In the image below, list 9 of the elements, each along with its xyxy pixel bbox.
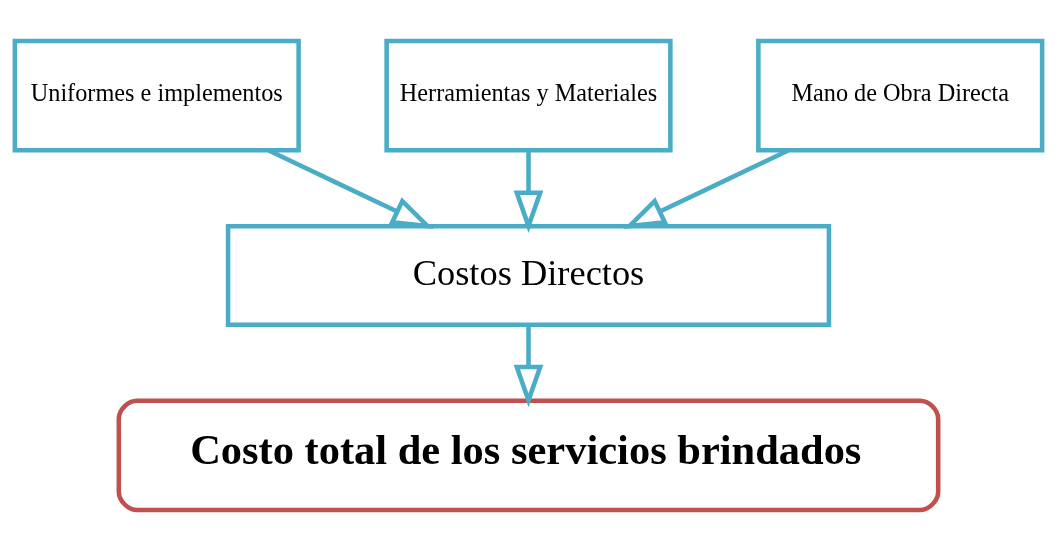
node-box: Uniformes e implementos — [12, 38, 301, 153]
arrow — [513, 150, 544, 233]
arrow — [513, 324, 544, 408]
arrow — [267, 148, 434, 229]
node-box: Mano de Obra Directa — [756, 38, 1045, 153]
node-box: Herramientas y Materiales — [384, 38, 673, 153]
node-box: Costos Directos — [225, 223, 832, 328]
node-box: Costo total de los servicios brindados — [116, 398, 941, 513]
arrow — [623, 148, 790, 229]
